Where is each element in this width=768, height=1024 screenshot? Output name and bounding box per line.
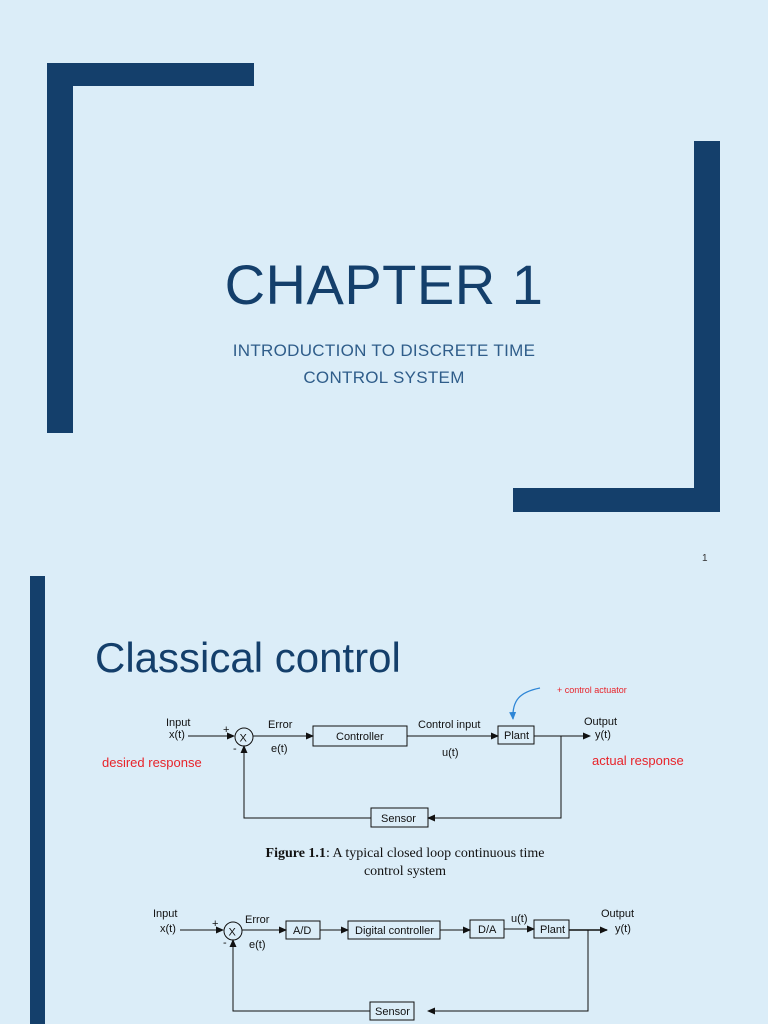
fig2-sensor-label: Sensor	[375, 1006, 410, 1018]
caption-text: : A typical closed loop continuous time	[325, 846, 545, 861]
fig2-input-signal: x(t)	[160, 923, 176, 935]
page-number: 1	[702, 553, 708, 564]
annotation-blue-arrow	[509, 687, 541, 720]
fig2-da-label: D/A	[478, 924, 497, 936]
fig2-output-label: Output	[601, 908, 634, 920]
caption-line-2: control system	[363, 864, 447, 879]
fig1-controller-label: Controller	[336, 731, 384, 743]
fig1-plus-sign: +	[223, 724, 229, 736]
fig1-feedback-line-left	[240, 745, 371, 819]
fig2-input-label: Input	[153, 908, 177, 920]
figure-2-diagram: Input x(t) + - X Error e(t) A/D Digital …	[153, 908, 634, 1021]
fig2-output-signal: y(t)	[615, 923, 631, 935]
frame-bottom-right-vertical	[694, 141, 720, 512]
annotation-desired-response: desired response	[102, 755, 202, 770]
annotation-control-actuator: + control actuator	[557, 685, 627, 695]
frame-top-left-vertical	[47, 63, 73, 433]
fig1-output-signal: y(t)	[595, 729, 611, 741]
fig1-control-signal: u(t)	[442, 747, 459, 759]
chapter-subtitle: INTRODUCTION TO DISCRETE TIME CONTROL SY…	[0, 337, 768, 391]
fig2-summing-symbol: X	[229, 927, 237, 939]
fig1-feedback-line-right	[427, 736, 562, 822]
fig1-control-input-label: Control input	[418, 719, 480, 731]
fig2-minus-sign: -	[223, 937, 227, 949]
fig2-error-signal: e(t)	[249, 939, 266, 951]
fig1-input-label: Input	[166, 717, 190, 729]
fig1-input-signal: x(t)	[169, 729, 185, 741]
slide-heading: Classical control	[95, 634, 401, 681]
fig1-output-label: Output	[584, 716, 617, 728]
fig2-plant-label: Plant	[540, 924, 565, 936]
frame-top-left-horizontal	[47, 63, 254, 86]
annotation-actual-response: actual response	[592, 753, 684, 768]
chapter-subtitle-line-2: CONTROL SYSTEM	[303, 368, 465, 387]
frame-bottom-right-horizontal	[513, 488, 720, 512]
slide2-accent-bar	[30, 576, 45, 1024]
caption-figure-number: Figure 1.1	[265, 846, 326, 861]
fig2-plant-box	[533, 919, 570, 939]
fig2-feedback-line-right	[427, 930, 589, 1015]
chapter-title: CHAPTER 1	[224, 253, 544, 316]
fig2-feedback-line-left	[229, 939, 370, 1012]
fig1-summing-symbol: X	[240, 733, 248, 745]
figure-caption: Figure 1.1: A typical closed loop contin…	[230, 845, 580, 881]
fig1-error-label: Error	[268, 719, 293, 731]
fig2-error-label: Error	[245, 914, 270, 926]
fig1-minus-sign: -	[233, 743, 237, 755]
fig2-ad-label: A/D	[293, 925, 311, 937]
chapter-subtitle-line-1: INTRODUCTION TO DISCRETE TIME	[232, 341, 536, 360]
fig1-error-signal: e(t)	[271, 743, 288, 755]
figure-1-diagram: Input x(t) + - X Error e(t) Controller C…	[166, 716, 617, 828]
fig2-digital-controller-label: Digital controller	[355, 925, 434, 937]
fig2-control-signal: u(t)	[511, 913, 528, 925]
fig1-plant-box	[497, 725, 535, 745]
fig2-plus-sign: +	[212, 918, 218, 930]
fig1-plant-label: Plant	[504, 730, 529, 742]
fig1-sensor-label: Sensor	[381, 813, 416, 825]
